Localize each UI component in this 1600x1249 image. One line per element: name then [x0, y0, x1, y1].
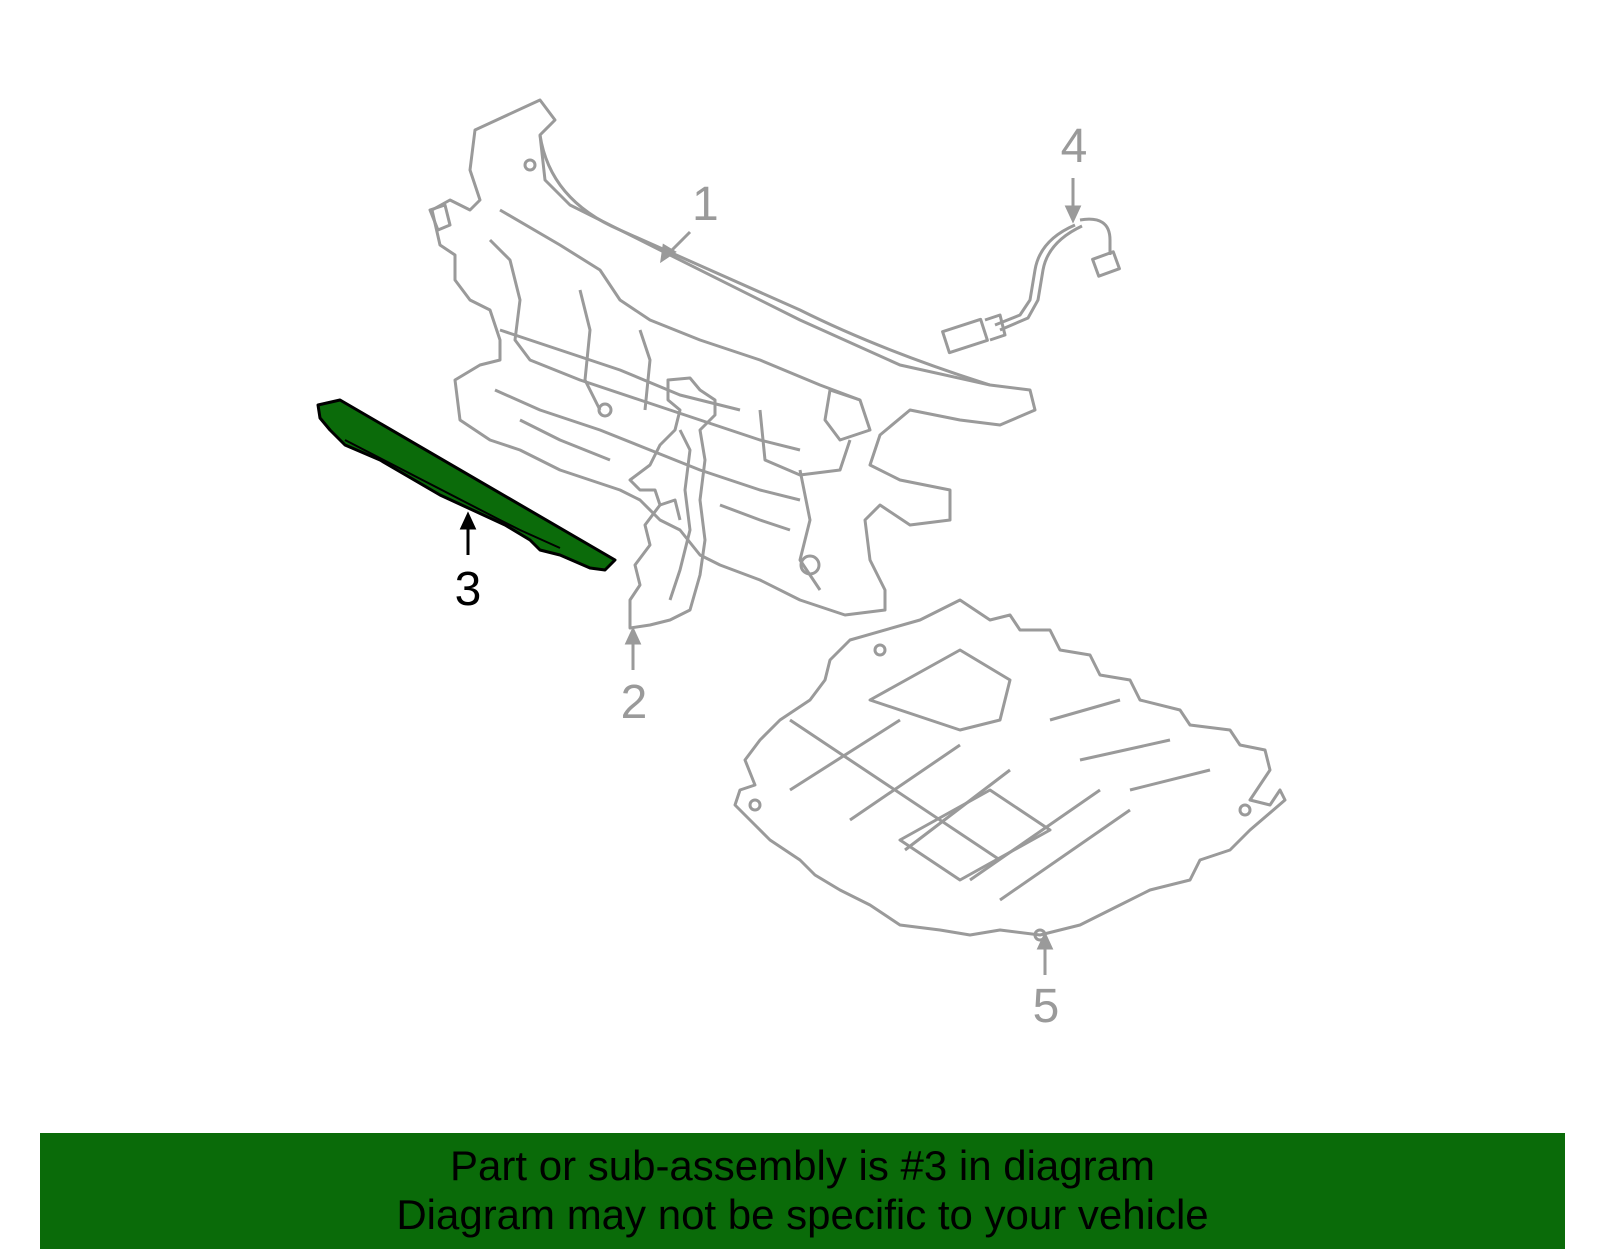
parts-diagram: 1 2 3 4 5	[316, 98, 1287, 1033]
part-4-wire-harness	[941, 217, 1121, 355]
callout-2: 2	[621, 676, 648, 729]
part-3-air-deflector	[316, 398, 617, 572]
callout-1: 1	[692, 178, 719, 231]
callout-4: 4	[1061, 120, 1088, 173]
part-5-splash-shield	[733, 598, 1287, 942]
arrowhead-5	[1036, 931, 1054, 950]
banner-line-1: Part or sub-assembly is #3 in diagram	[450, 1142, 1155, 1189]
arrowhead-4	[1064, 205, 1082, 224]
banner-line-2: Diagram may not be specific to your vehi…	[396, 1191, 1209, 1238]
part-1-radiator-support	[428, 98, 1037, 617]
part-2-side-bracket	[628, 376, 717, 630]
callout-5: 5	[1033, 980, 1060, 1033]
arrowhead-1	[660, 243, 677, 264]
callout-3: 3	[455, 563, 482, 616]
info-banner: Part or sub-assembly is #3 in diagram Di…	[40, 1133, 1565, 1249]
arrowhead-2	[624, 626, 642, 645]
arrowhead-3	[459, 511, 477, 530]
